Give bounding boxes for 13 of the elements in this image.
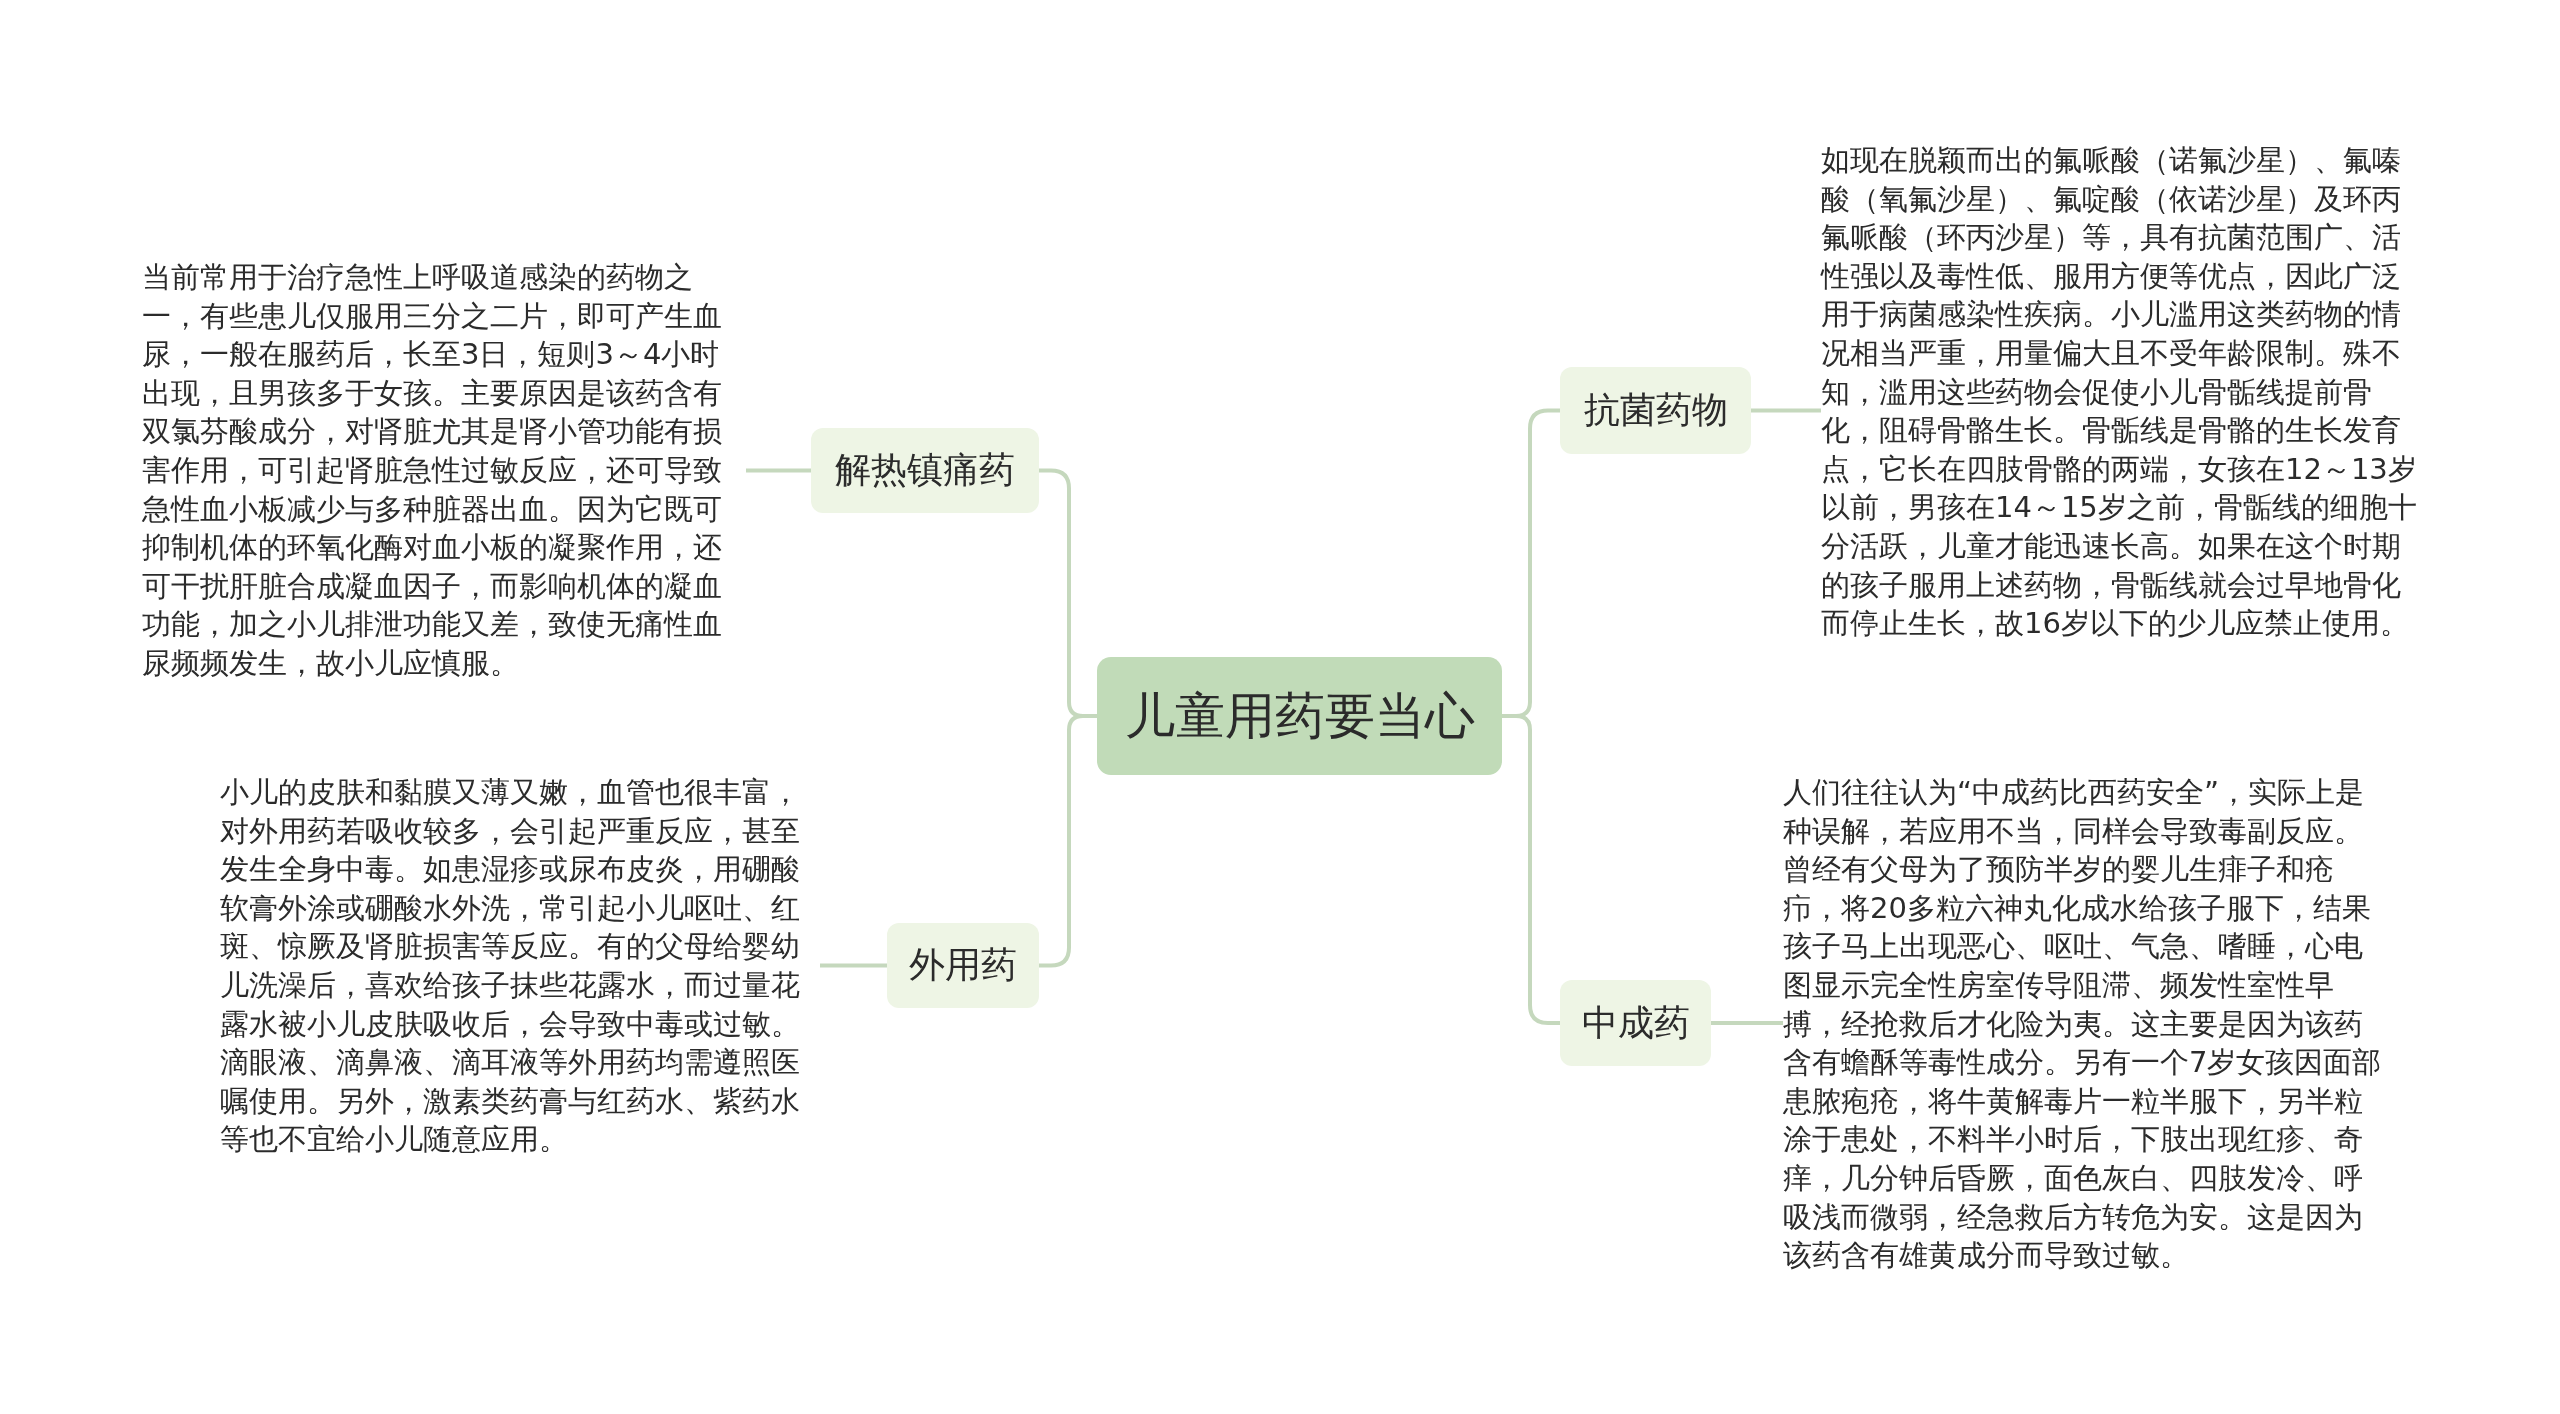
connector-line (1711, 1021, 1783, 1025)
note-text: 小儿的皮肤和黏膜又薄又嫩，血管也很丰富，对外用药若吸收较多，会引起严重反应，甚至发生全身中毒。如患湿疹或尿布皮炎，用硼酸软膏外涂或硼酸水外洗，常引起小儿呕吐、红斑、惊厥及肾脏损害等反应。有的父母给婴幼儿洗澡后，喜欢给孩子抹些花露水，而过量花露水被小儿皮肤吸收后，会导致中毒或过敏。滴眼液、滴鼻液、滴耳液等外用药均需遵照医嘱使用。另外，激素类药膏与红药水、紫药水等也不宜给小儿随意应用。 (220, 773, 820, 1159)
topic-box: 外用药 (887, 923, 1039, 1008)
connector-line (820, 963, 887, 968)
topic-box: 解热镇痛药 (811, 428, 1039, 513)
connector-line (1751, 408, 1821, 413)
note-text: 当前常用于治疗急性上呼吸道感染的药物之一，有些患儿仅服用三分之二片，即可产生血尿，一般在服药后，长至3日，短则3～4小时出现，且男孩多于女孩。主要原因是该药含有双氯芬酸成分，对肾脏尤其是肾小管功能有损害作用，可引起肾脏急性过敏反应，还可导致急性血小板减少与多种脏器出血。因为它既可抑制机体的环氧化酶对血小板的凝聚作用，还可干扰肝脏合成凝血因子，而影响机体的凝血功能，加之小儿排泄功能又差，致使无痛性血尿频频发生，故小儿应慎服。 (142, 258, 746, 683)
topic-box: 中成药 (1560, 980, 1711, 1066)
topic-box: 抗菌药物 (1560, 367, 1751, 454)
note-text: 如现在脱颖而出的氟哌酸（诺氟沙星）、氟嗪酸（氧氟沙星）、氟啶酸（依诺沙星）及环丙氟哌酸（环丙沙星）等，具有抗菌范围广、活性强以及毒性低、服用方便等优点，因此广泛用于病菌感染性疾病。小儿滥用这类药物的情况相当严重，用量偏大且不受年龄限制。殊不知，滥用这些药物会促使小儿骨骺线提前骨化，阻碍骨骼生长。骨骺线是骨骼的生长发育点，它长在四肢骨骼的两端，女孩在12～13岁以前，男孩在14～15岁之前，骨骺线的细胞十分活跃，儿童才能迅速长高。如果在这个时期的孩子服用上述药物，骨骺线就会过早地骨化而停止生长，故16岁以下的少儿应禁止使用。 (1821, 141, 2423, 643)
central-topic: 儿童用药要当心 (1097, 657, 1502, 775)
connector-line (746, 468, 811, 473)
note-text: 人们往往认为“中成药比西药安全”，实际上是种误解，若应用不当，同样会导致毒副反应。曾经有父母为了预防半岁的婴儿生痱子和疮疖，将20多粒六神丸化成水给孩子服下，结果孩子马上出现恶心、呕吐、气急、嗜睡，心电图显示完全性房室传导阻滞、频发性室性早搏，经抢救后才化险为夷。这主要是因为该药含有蟾酥等毒性成分。另有一个7岁女孩因面部患脓疱疮，将牛黄解毒片一粒半服下，另半粒涂于患处，不料半小时后，下肢出现红疹、奇痒，几分钟后昏厥，面色灰白、四肢发冷、呼吸浅而微弱，经急救后方转危为安。这是因为该药含有雄黄成分而导致过敏。 (1783, 773, 2383, 1275)
